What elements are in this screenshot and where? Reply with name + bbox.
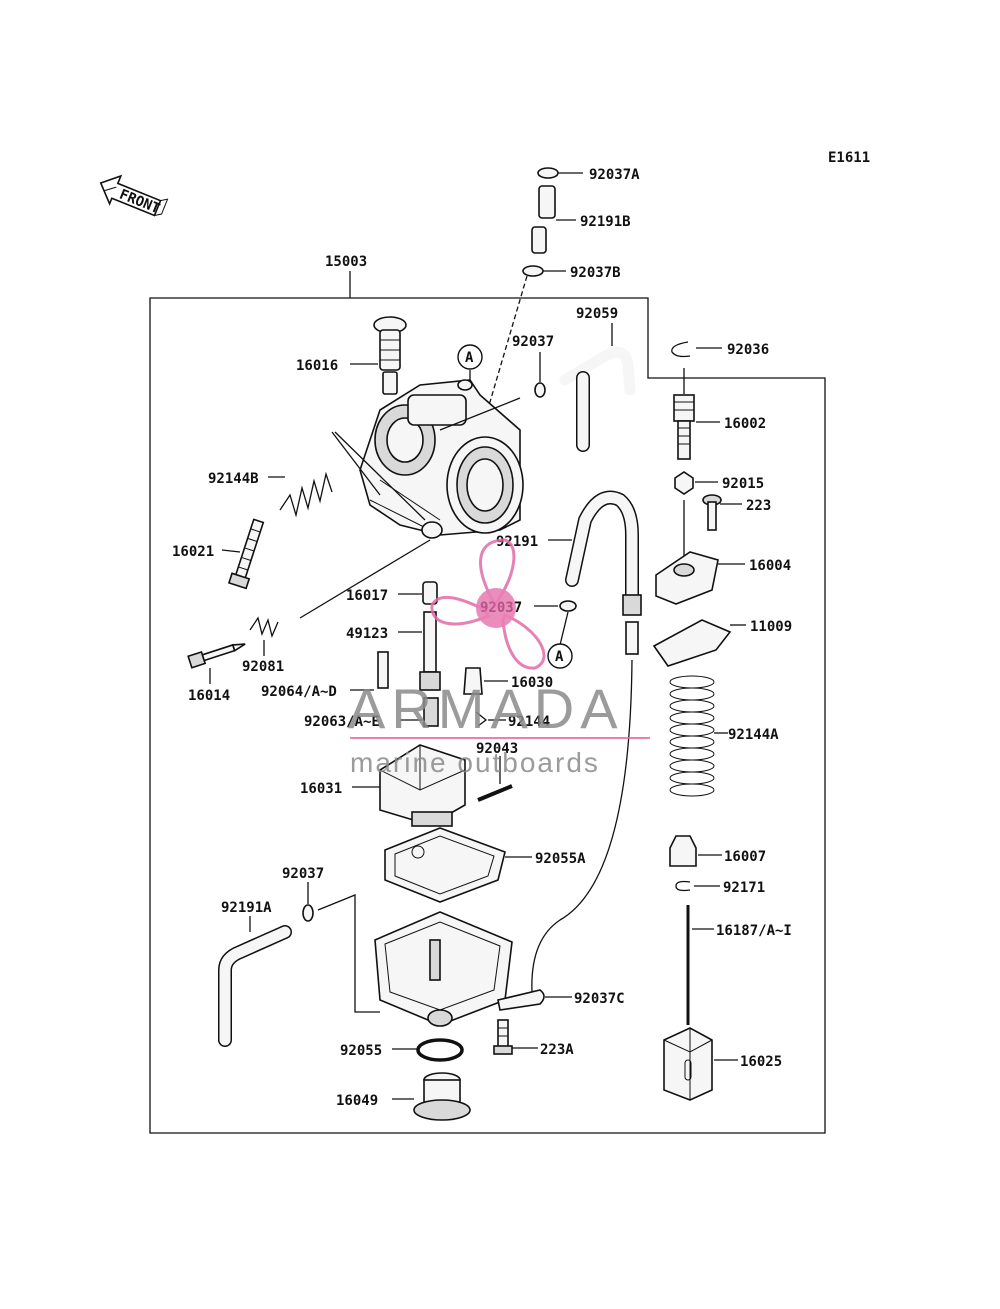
label-16017: 16017 (346, 588, 388, 604)
label-16016: 16016 (296, 358, 338, 374)
screw-16014-icon (187, 643, 246, 669)
bracket-92037c-icon (497, 989, 545, 1011)
label-16002: 16002 (724, 416, 766, 432)
label-16031: 16031 (300, 781, 342, 797)
pin-92043-icon (477, 784, 513, 802)
label-92037a: 92037A (589, 167, 640, 183)
gasket-11009-icon (652, 619, 732, 667)
label-11009: 11009 (750, 619, 792, 635)
jet-92063-icon (423, 697, 439, 727)
screw-16021-icon (227, 518, 265, 590)
label-92037c: 92037C (574, 991, 625, 1007)
label-92037b: 92037B (570, 265, 621, 281)
float-valve-16030-icon (463, 667, 483, 695)
label-16049: 16049 (336, 1093, 378, 1109)
adjuster-16002-icon (673, 394, 695, 460)
pilot-jet-92064-icon (377, 651, 389, 689)
label-92144b: 92144B (208, 471, 259, 487)
spring-92144a-icon (669, 675, 715, 797)
clip-92037a-icon (537, 167, 559, 179)
label-16021: 16021 (172, 544, 214, 560)
label-92063: 92063/A~E (304, 714, 380, 730)
jet-16017-icon (422, 581, 438, 605)
label-92043: 92043 (476, 741, 518, 757)
label-92064: 92064/A~D (261, 684, 337, 700)
label-92055: 92055 (340, 1043, 382, 1059)
oring-92055-icon (416, 1038, 464, 1062)
label-92191: 92191 (496, 534, 538, 550)
label-49123: 49123 (346, 626, 388, 642)
label-16030: 16030 (511, 675, 553, 691)
clip-92037-lower-icon (302, 904, 314, 922)
label-16014: 16014 (188, 688, 230, 704)
cable-sleeve-92191b-lower-icon (531, 226, 547, 254)
label-16025: 16025 (740, 1054, 782, 1070)
label-92171: 92171 (723, 880, 765, 896)
callout-a-lower-letter: A (555, 649, 564, 665)
clip-92037-upper-icon (534, 382, 546, 398)
label-92015: 92015 (722, 476, 764, 492)
needle-jet-49123-icon (423, 611, 437, 673)
spring-92144b-icon (279, 471, 333, 518)
float-bowl-icon (374, 911, 513, 1027)
label-223a: 223A (540, 1042, 574, 1058)
cable-sleeve-92191b-icon (538, 185, 556, 219)
holder-16007-icon (669, 835, 697, 867)
callout-a-lower (547, 643, 573, 669)
screw-223a-icon (493, 1019, 513, 1055)
fuel-hose-92059-icon (559, 346, 636, 396)
diagram-code: E1611 (828, 150, 870, 166)
gasket-92055a-icon (384, 827, 506, 903)
label-92059: 92059 (576, 306, 618, 322)
label-92037-top: 92037 (512, 334, 554, 350)
hose-92191a-icon (219, 926, 291, 1046)
cap-16004-icon (655, 551, 719, 605)
label-92144: 92144 (508, 714, 550, 730)
watermark-brand: ARMADA (348, 677, 624, 740)
screw-16016-icon (373, 316, 407, 395)
callout-a-upper (457, 344, 483, 370)
assembly-frame (149, 297, 826, 1134)
cable-92191-icon (566, 492, 638, 601)
clip-92037-middle-icon (559, 600, 577, 612)
label-16007: 16007 (724, 849, 766, 865)
clip-92036-icon (671, 341, 691, 358)
propeller-logo-icon (430, 538, 546, 670)
armada-watermark: ARMADA marine outboards (348, 538, 650, 778)
drain-plug-16049-icon (413, 1072, 471, 1121)
label-15003: 15003 (325, 254, 367, 270)
label-92037-low: 92037 (282, 866, 324, 882)
label-92081: 92081 (242, 659, 284, 675)
spring-92144-icon (475, 711, 488, 727)
spring-92081-icon (249, 616, 279, 639)
nut-92015-icon (674, 471, 694, 495)
label-92191a: 92191A (221, 900, 272, 916)
label-16004: 16004 (749, 558, 791, 574)
label-92191b: 92191B (580, 214, 631, 230)
watermark-tagline: marine outboards (350, 747, 600, 778)
label-223: 223 (746, 498, 771, 514)
screw-223-icon (702, 494, 722, 531)
clip-92171-icon (675, 880, 691, 892)
label-92036: 92036 (727, 342, 769, 358)
clip-92037b-icon (522, 265, 544, 277)
label-92055a: 92055A (535, 851, 586, 867)
float-16031-icon (379, 744, 466, 827)
throttle-valve-16025-icon (663, 1027, 713, 1101)
callout-a-upper-letter: A (465, 350, 474, 366)
front-arrow-icon: FRONT (99, 174, 169, 218)
front-label: FRONT (117, 187, 162, 218)
label-16187: 16187/A~I (716, 923, 792, 939)
carburetor-body-icon (359, 379, 524, 539)
label-92144a: 92144A (728, 727, 779, 743)
